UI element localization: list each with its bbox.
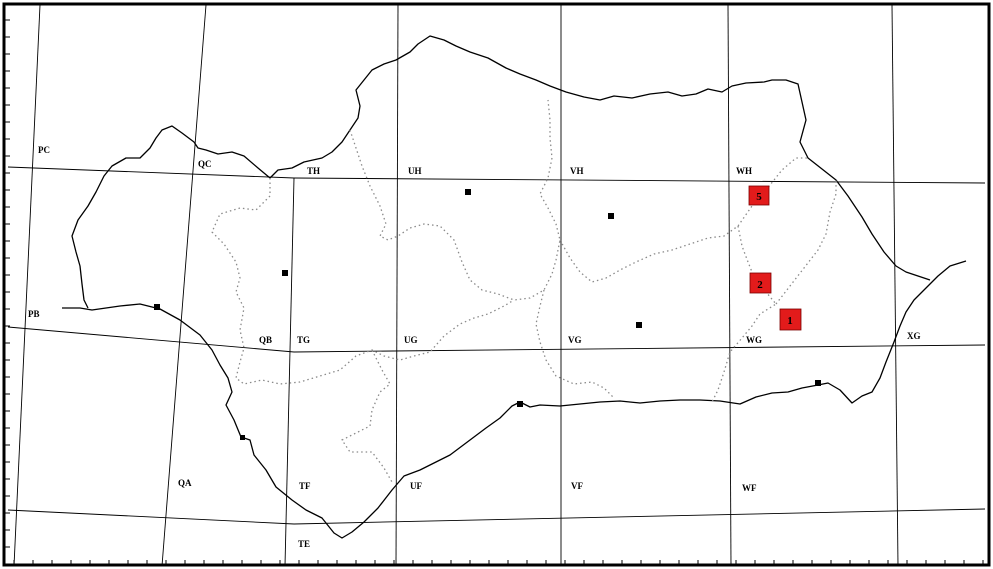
grid-label-pc: PC (38, 145, 50, 155)
grid-label-wh: WH (736, 166, 752, 176)
grid-label-vg: VG (568, 335, 582, 345)
grid-line (891, 4, 899, 567)
site-marker: 2 (749, 272, 772, 294)
site-marker-number: 1 (787, 315, 793, 327)
grid-line (293, 344, 986, 353)
site-marker-box (748, 185, 770, 206)
grid-label-ug: UG (404, 335, 418, 345)
site-markers: 5 2 1 (748, 185, 802, 331)
grid-line (395, 4, 399, 567)
city-dot (240, 435, 245, 440)
province-border (349, 99, 561, 301)
grid-label-wg: WG (746, 335, 762, 345)
city-dot (608, 213, 614, 219)
city-dots (154, 189, 821, 440)
grid-line (7, 166, 295, 179)
grid-label-uh: UH (408, 166, 422, 176)
city-dot (465, 189, 471, 195)
grid-line (13, 4, 41, 567)
grid-line (7, 326, 295, 353)
grid-labels: PC QC TH UH VH WH PB QB TG UG VG WG XG Q… (28, 145, 921, 549)
grid-label-wf: WF (742, 483, 757, 493)
province-border (341, 349, 393, 483)
grid-label-vh: VH (570, 166, 584, 176)
grid-label-qa: QA (178, 478, 192, 488)
grid-line (727, 4, 732, 567)
frame-ticks (5, 19, 984, 564)
grid-label-te: TE (298, 539, 310, 549)
grid-line (161, 4, 207, 567)
grid-label-qc: QC (198, 159, 212, 169)
grid-label-tg: TG (297, 335, 310, 345)
site-marker-box (779, 308, 802, 331)
province-border (711, 225, 777, 403)
coastline (62, 35, 967, 539)
site-marker: 5 (748, 185, 770, 206)
grid-label-tf: TF (299, 481, 311, 491)
site-marker-number: 5 (756, 191, 762, 203)
grid-label-vf: VF (571, 481, 583, 491)
site-marker-box (749, 272, 772, 294)
province-border (211, 178, 515, 385)
city-dot (154, 304, 160, 310)
grid-label-uf: UF (410, 481, 422, 491)
grid-label-qb: QB (259, 335, 272, 345)
grid-line (293, 177, 986, 184)
city-dot (517, 401, 523, 407)
province-border (775, 180, 837, 305)
site-marker: 1 (779, 308, 802, 331)
city-dot (282, 270, 288, 276)
city-dot (815, 380, 821, 386)
utm-grid-lines (7, 4, 986, 567)
grid-label-xg: XG (907, 331, 921, 341)
province-border (535, 289, 615, 399)
grid-line (7, 509, 295, 525)
site-marker-number: 2 (757, 279, 763, 291)
city-dot (636, 322, 642, 328)
grid-label-pb: PB (28, 309, 40, 319)
grid-line (284, 177, 295, 567)
grid-label-th: TH (307, 166, 320, 176)
grid-line (293, 508, 986, 525)
